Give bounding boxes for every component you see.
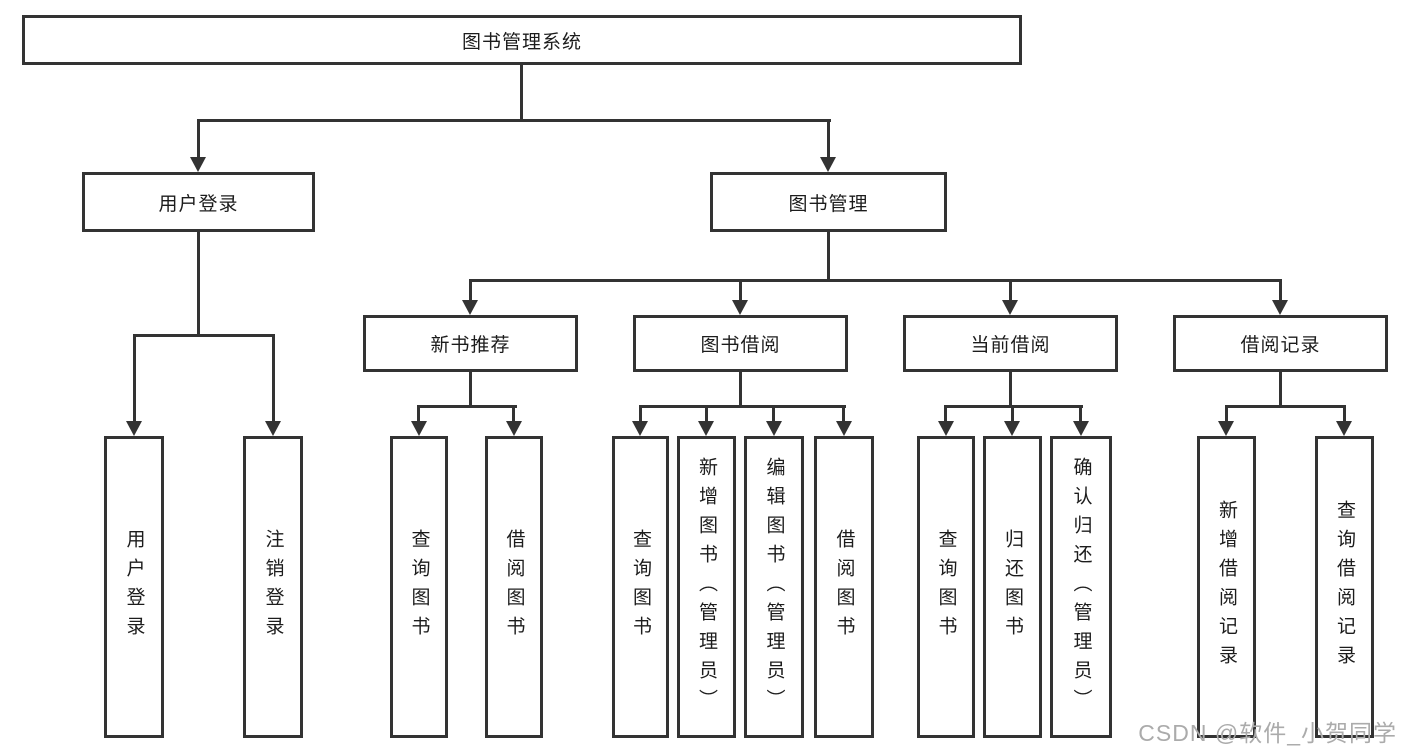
connector-line (842, 405, 845, 423)
leaf-query-books-recommend: 查询图书 (390, 436, 448, 738)
connector-line (1009, 279, 1012, 303)
connector-line (133, 334, 275, 337)
leaf-user-login: 用户登录 (104, 436, 164, 738)
leaf-query-books-current: 查询图书 (917, 436, 975, 738)
arrowhead-down-icon (698, 421, 714, 436)
node-root-label: 图书管理系统 (461, 31, 582, 53)
node-borrow-record: 借阅记录 (1173, 315, 1388, 372)
leaf-add-borrow-record: 新增借阅记录 (1197, 436, 1256, 738)
arrowhead-down-icon (190, 157, 206, 172)
connector-line (417, 405, 420, 423)
leaf-label: 归还图书 (1002, 529, 1023, 645)
arrowhead-down-icon (411, 421, 427, 436)
leaf-query-borrow-record: 查询借阅记录 (1315, 436, 1374, 738)
connector-line (1343, 405, 1346, 423)
arrowhead-down-icon (462, 300, 478, 315)
connector-line (1079, 405, 1082, 423)
connector-line (197, 119, 831, 122)
arrowhead-down-icon (506, 421, 522, 436)
arrowhead-down-icon (265, 421, 281, 436)
connector-line (1225, 405, 1346, 408)
connector-line (469, 372, 472, 408)
connector-line (520, 65, 523, 121)
connector-line (827, 232, 830, 282)
connector-line (944, 405, 947, 423)
connector-line (512, 405, 515, 423)
leaf-label: 编辑图书（管理员） (763, 456, 785, 718)
connector-line (739, 372, 742, 408)
node-label: 借阅记录 (1240, 335, 1321, 356)
arrowhead-down-icon (938, 421, 954, 436)
connector-line (197, 119, 200, 159)
connector-line (1009, 372, 1012, 408)
node-book-management: 图书管理 (710, 172, 947, 232)
leaf-logout: 注销登录 (243, 436, 303, 738)
node-label: 用户登录 (158, 193, 239, 215)
connector-line (197, 232, 200, 337)
leaf-borrow-books: 借阅图书 (814, 436, 874, 738)
leaf-label: 新增图书（管理员） (696, 456, 717, 718)
arrowhead-down-icon (1218, 421, 1234, 436)
leaf-borrow-books-recommend: 借阅图书 (485, 436, 543, 738)
arrowhead-down-icon (126, 421, 142, 436)
connector-line (827, 119, 830, 159)
arrowhead-down-icon (1272, 300, 1288, 315)
leaf-edit-books-admin: 编辑图书（管理员） (744, 436, 804, 738)
leaf-label: 新增借阅记录 (1216, 500, 1237, 674)
connector-line (1279, 279, 1282, 303)
connector-line (739, 279, 742, 303)
connector-line (772, 405, 775, 423)
leaf-query-books-borrow: 查询图书 (612, 436, 669, 738)
arrowhead-down-icon (1073, 421, 1089, 436)
arrowhead-down-icon (1002, 300, 1018, 315)
arrowhead-down-icon (836, 421, 852, 436)
connector-line (639, 405, 642, 423)
node-user-login: 用户登录 (82, 172, 315, 232)
leaf-label: 注销登录 (262, 529, 284, 645)
node-current-borrow: 当前借阅 (903, 315, 1118, 372)
node-label: 新书推荐 (430, 335, 511, 356)
arrowhead-down-icon (732, 300, 748, 315)
leaf-label: 查询图书 (935, 529, 957, 645)
node-new-book-recommend: 新书推荐 (363, 315, 578, 372)
leaf-return-books: 归还图书 (983, 436, 1042, 738)
arrowhead-down-icon (1336, 421, 1352, 436)
leaf-label: 查询图书 (630, 529, 651, 645)
leaf-label: 确认归还（管理员） (1070, 456, 1092, 718)
leaf-label: 查询借阅记录 (1334, 500, 1355, 674)
watermark: CSDN @软件_小贺同学 (1138, 720, 1397, 746)
leaf-label: 用户登录 (123, 529, 145, 645)
node-label: 图书借阅 (700, 335, 781, 356)
connector-line (705, 405, 708, 423)
leaf-confirm-return-admin: 确认归还（管理员） (1050, 436, 1112, 738)
connector-line (133, 334, 136, 422)
connector-line (418, 405, 517, 408)
connector-line (1225, 405, 1228, 423)
leaf-label: 借阅图书 (503, 529, 525, 645)
node-label: 图书管理 (788, 193, 869, 215)
node-book-borrow: 图书借阅 (633, 315, 848, 372)
connector-line (1279, 372, 1282, 408)
node-root: 图书管理系统 (22, 15, 1022, 65)
arrowhead-down-icon (820, 157, 836, 172)
arrowhead-down-icon (1004, 421, 1020, 436)
arrowhead-down-icon (766, 421, 782, 436)
connector-line (639, 405, 846, 408)
node-label: 当前借阅 (970, 335, 1051, 356)
connector-line (469, 279, 472, 303)
connector-line (272, 334, 275, 422)
arrowhead-down-icon (632, 421, 648, 436)
connector-line (1011, 405, 1014, 423)
leaf-label: 查询图书 (408, 529, 430, 645)
leaf-add-books-admin: 新增图书（管理员） (677, 436, 736, 738)
leaf-label: 借阅图书 (833, 529, 855, 645)
connector-line (469, 279, 1282, 282)
